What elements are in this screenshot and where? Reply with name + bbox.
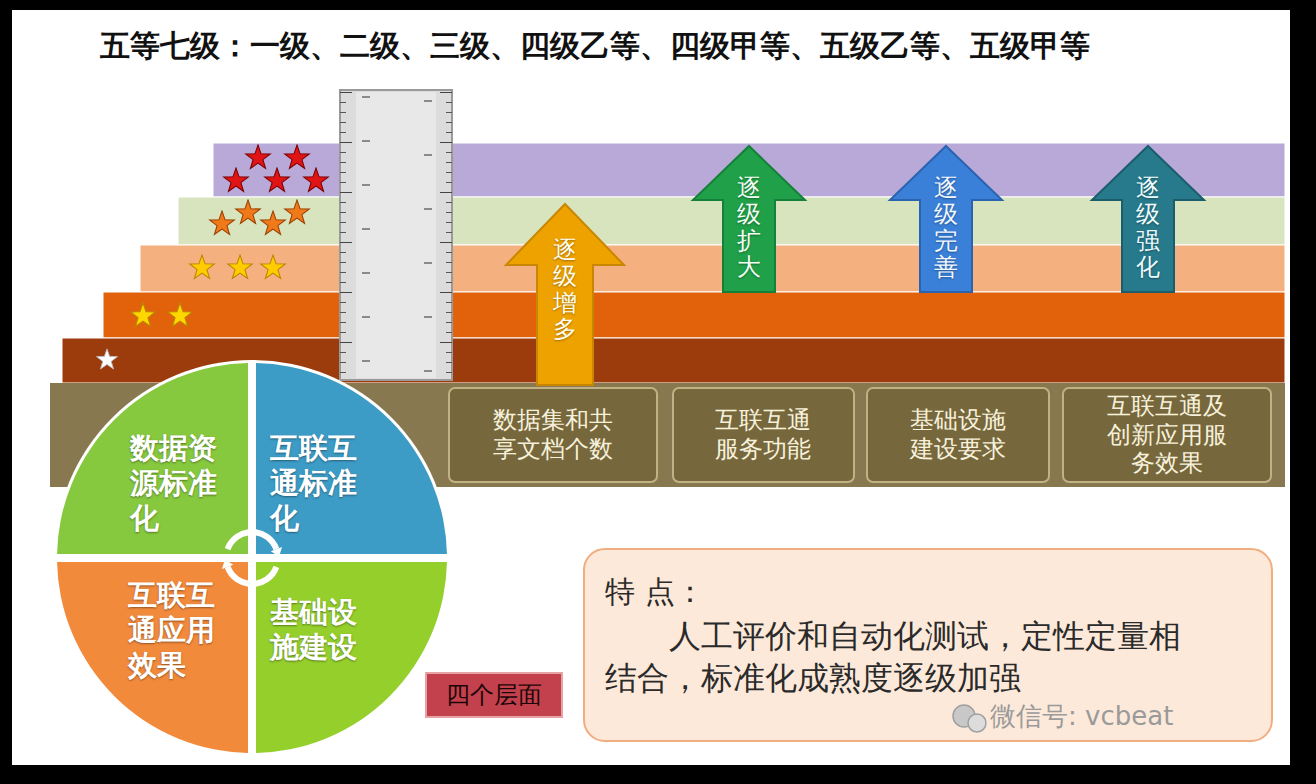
box-label: 互联互通服务功能 <box>714 406 812 464</box>
ruler <box>340 90 452 380</box>
arrow-body <box>693 146 805 292</box>
star-symbol <box>285 200 310 223</box>
box-label: 数据集和共享文档个数 <box>492 406 614 464</box>
ruler-ticks <box>340 92 352 378</box>
cycle-arrow <box>256 532 276 549</box>
star-symbol <box>304 168 329 191</box>
quadrant-segment: 互联互通标准化 <box>256 363 447 554</box>
star-symbol <box>261 255 286 278</box>
title-holder: 五等七级：一级、二级、三级、四级乙等、四级甲等、五级乙等、五级甲等 <box>100 26 1090 67</box>
quadrant-segment: 互联互通应用效果 <box>57 562 248 753</box>
arrow-label: 逐级完善 <box>934 175 958 281</box>
arrow-body <box>1092 146 1204 292</box>
ruler-ticks <box>446 92 452 378</box>
note-body: 人工评价和自动化测试，定性定量相结合，标准化成熟度逐级加强 <box>605 616 1183 699</box>
star-symbol <box>96 349 117 369</box>
growth-arrow: 逐级扩大 <box>692 145 806 292</box>
ruler-face <box>356 92 436 378</box>
cycle-arrow <box>228 567 248 584</box>
arrow-label: 逐级强化 <box>1136 175 1160 281</box>
star-symbol <box>168 303 193 326</box>
level-band <box>103 292 1285 338</box>
ruler-ticks <box>440 92 452 378</box>
page-title: 五等七级：一级、二级、三级、四级乙等、四级甲等、五级乙等、五级甲等 <box>100 26 1090 67</box>
criteria-box: 基础设施建设要求 <box>866 387 1050 483</box>
star-symbol <box>246 145 271 168</box>
arrow-label: 逐级增多 <box>553 237 577 343</box>
quadrant-segment: 数据资源标准化 <box>57 363 248 554</box>
tag-label: 四个层面 <box>446 681 542 710</box>
quadrant-label: 互联互通标准化 <box>270 431 359 535</box>
circle-ground <box>54 360 450 756</box>
wechat-icon <box>950 703 990 735</box>
arrow-label: 逐级扩大 <box>737 175 761 281</box>
quadrant-segment: 基础设施建设 <box>256 562 447 753</box>
star-symbol <box>131 303 156 326</box>
cycle-arrow <box>256 567 276 584</box>
cycle-arrow <box>222 562 233 569</box>
cycle-arrow <box>228 532 248 549</box>
quadrant-fill <box>256 363 447 554</box>
note-heading: 特 点： <box>605 574 1251 610</box>
box-label: 基础设施建设要求 <box>909 406 1007 464</box>
star-symbol <box>236 200 261 223</box>
criteria-box: 互联互通及创新应用服务效果 <box>1062 387 1272 483</box>
criteria-box: 数据集和共享文档个数 <box>448 387 658 483</box>
growth-arrow: 逐级增多 <box>505 203 625 385</box>
arrow-body <box>506 204 624 385</box>
star-symbol <box>285 145 310 168</box>
cycle-arrow <box>271 547 282 554</box>
star-symbol <box>210 211 235 234</box>
level-band <box>140 245 1285 292</box>
quadrant-fill <box>256 562 447 753</box>
star-symbol <box>228 255 253 278</box>
quadrant-label: 基础设施建设 <box>270 595 359 665</box>
growth-arrow: 逐级完善 <box>889 145 1003 292</box>
quadrant-fill <box>57 562 248 753</box>
ruler-marks <box>362 96 370 378</box>
quadrant-fill <box>57 363 248 554</box>
quadrant-label: 数据资源标准化 <box>130 431 219 535</box>
watermark: 微信号: vcbeat <box>990 702 1173 732</box>
growth-arrow: 逐级强化 <box>1091 145 1205 292</box>
ruler-ticks <box>340 92 346 378</box>
box-label: 互联互通及创新应用服务效果 <box>1106 392 1228 478</box>
tag-box: 四个层面 <box>425 672 563 718</box>
label-holder: 微信号: vcbeat <box>990 702 1173 732</box>
star-symbol <box>190 255 215 278</box>
arrow-body <box>890 146 1002 292</box>
criteria-box: 互联互通服务功能 <box>672 387 855 483</box>
star-symbol <box>224 168 249 191</box>
wechat-bubble <box>968 714 986 732</box>
quadrant-label: 互联互通应用效果 <box>128 578 217 682</box>
star-symbol <box>265 168 290 191</box>
star-symbol <box>261 211 286 234</box>
white-panel <box>12 10 1290 765</box>
ruler-marks <box>424 100 432 378</box>
